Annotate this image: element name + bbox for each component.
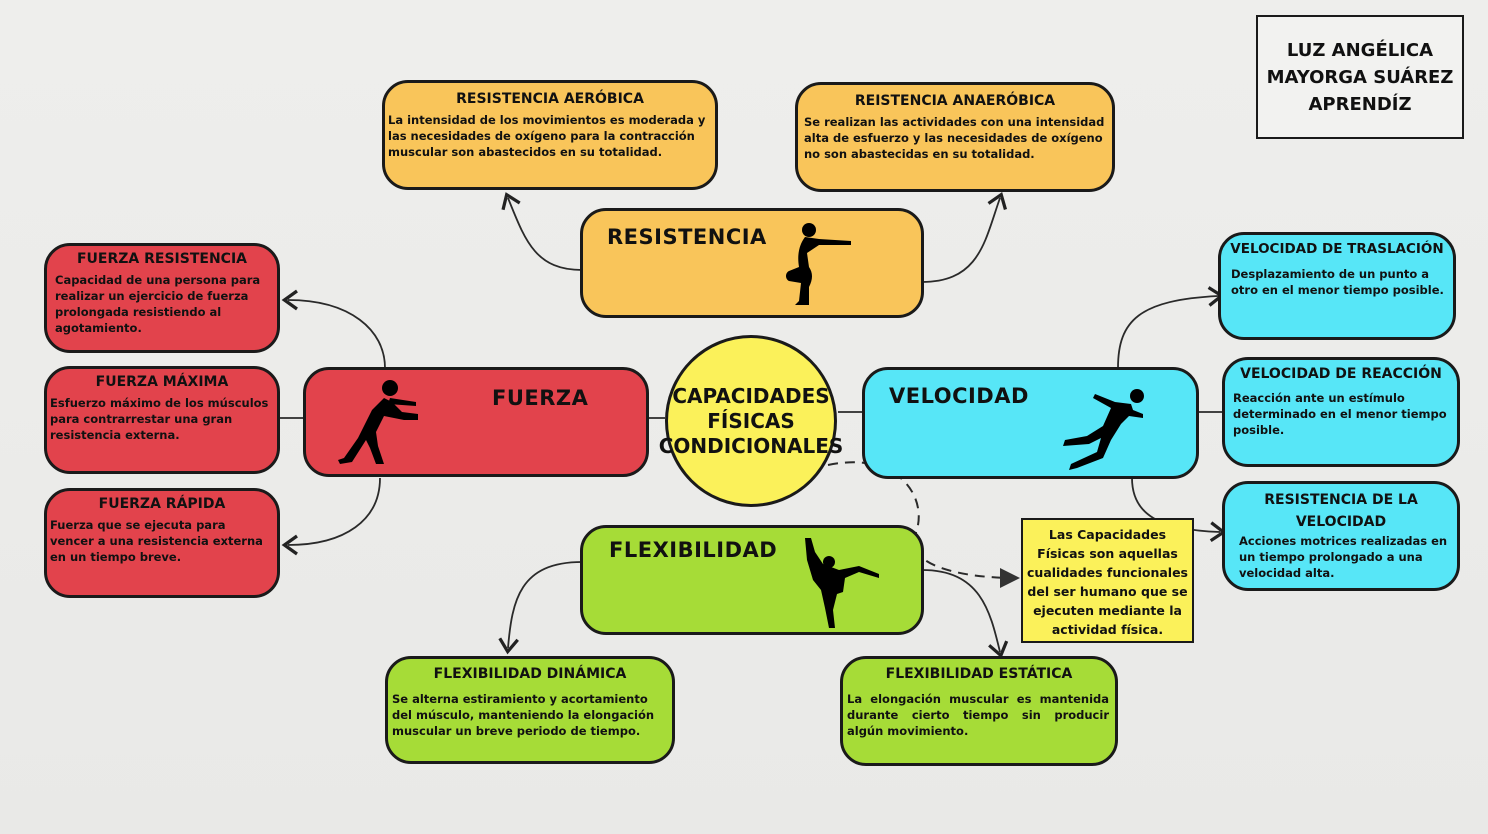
flexibilidad-main-box: FLEXIBILIDAD [580,525,924,635]
dancer-silhouette-icon [805,538,879,628]
resistencia-anaerobica-box: REISTENCIA ANAERÓBICA Se realizan las ac… [795,82,1115,192]
flexibilidad-estatica-box: FLEXIBILIDAD ESTÁTICA La elongación musc… [840,656,1118,766]
box-description: Desplazamiento de un punto a otro en el … [1231,267,1444,297]
link-fuerza-resistencia [281,289,386,369]
pushing-silhouette-icon [338,380,418,464]
fuerza-rapida-box: FUERZA RÁPIDA Fuerza que se ejecuta para… [44,488,280,598]
box-title: FUERZA RÁPIDA [98,496,226,512]
box-description: Esfuerzo máximo de los músculos para con… [50,396,269,442]
center-line-1: CAPACIDADES [672,383,830,408]
velocidad-label: VELOCIDAD [889,384,1029,408]
definition-note: Las Capacidades Físicas son aquellas cua… [1021,518,1194,643]
fuerza-resistencia-box: FUERZA RESISTENCIA Capacidad de una pers… [44,243,280,353]
box-description: Reacción ante un estímulo determinado en… [1233,391,1447,437]
box-description: Acciones motrices realizadas en un tiemp… [1239,534,1448,580]
author-box: LUZ ANGÉLICA MAYORGA SUÁREZ APRENDÍZ [1256,15,1464,139]
box-title: VELOCIDAD DE TRASLACIÓN [1230,241,1444,257]
flexibilidad-dinamica-box: FLEXIBILIDAD DINÁMICA Se alterna estiram… [385,656,675,764]
definition-note-text: Las Capacidades Físicas son aquellas cua… [1027,527,1188,637]
box-title: FLEXIBILIDAD ESTÁTICA [885,666,1073,682]
center-node: CAPACIDADES FÍSICAS CONDICIONALES [659,335,843,507]
resistencia-main-box: RESISTENCIA [580,208,924,318]
velocidad-traslacion-box: VELOCIDAD DE TRASLACIÓN Desplazamiento d… [1218,232,1456,340]
resistencia-aerobica-box: RESISTENCIA AERÓBICA La intensidad de lo… [382,80,718,190]
link-fuerza-rapida [281,477,381,556]
resistencia-velocidad-box: RESISTENCIA DE LA VELOCIDAD Acciones mot… [1222,481,1460,591]
box-title: REISTENCIA ANAERÓBICA [854,93,1056,109]
velocidad-reaccion-box: VELOCIDAD DE REACCIÓN Reacción ante un e… [1222,357,1460,467]
box-description: La intensidad de los movimientos es mode… [388,113,706,159]
box-description: Se realizan las actividades con una inte… [804,115,1105,161]
box-title: RESISTENCIA AERÓBICA [456,91,644,107]
author-line-2: MAYORGA SUÁREZ [1266,66,1454,88]
box-title: FLEXIBILIDAD DINÁMICA [433,666,627,682]
fuerza-maxima-box: FUERZA MÁXIMA Esfuerzo máximo de los mús… [44,366,280,474]
box-description: Capacidad de una persona para realizar u… [55,273,261,335]
box-title: VELOCIDAD DE REACCIÓN [1240,366,1442,382]
box-title: FUERZA MÁXIMA [95,374,229,390]
link-resistencia-anaerobica [921,191,1008,283]
link-velocidad-traslacion [1117,286,1225,369]
fuerza-main-box: FUERZA [303,367,649,477]
center-line-3: CONDICIONALES [658,433,844,458]
squat-silhouette-icon [786,223,851,305]
link-flex-estatica [921,569,1009,659]
box-description: La elongación muscular es mantenida dura… [847,692,1109,738]
flexibilidad-label: FLEXIBILIDAD [609,538,778,562]
velocidad-main-box: VELOCIDAD [862,367,1199,479]
link-resistencia-aerobica [501,192,583,271]
box-description: Fuerza que se ejecuta para vencer a una … [50,518,263,564]
author-line-3: APRENDÍZ [1308,93,1412,115]
author-line-1: LUZ ANGÉLICA [1286,39,1434,61]
link-flex-dinamica [498,561,583,655]
center-line-2: FÍSICAS [707,408,795,433]
sprinter-silhouette-icon [1063,389,1144,470]
resistencia-label: RESISTENCIA [607,225,767,249]
box-title: FUERZA RESISTENCIA [76,251,247,267]
box-title: RESISTENCIA DE LA VELOCIDAD [1264,492,1418,530]
box-description: Se alterna estiramiento y acortamiento d… [392,692,655,738]
fuerza-label: FUERZA [492,386,589,410]
